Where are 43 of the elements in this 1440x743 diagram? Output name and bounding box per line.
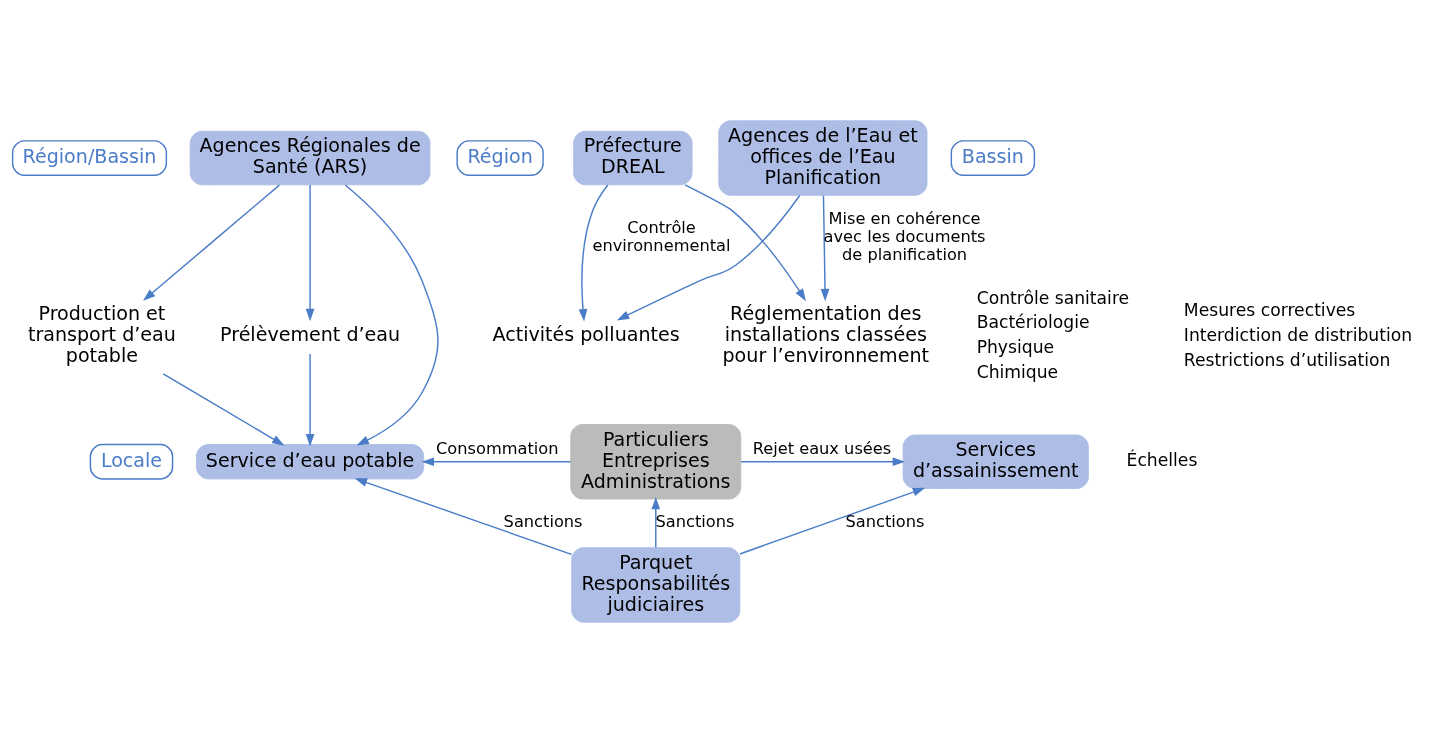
arrow	[143, 184, 281, 301]
edge-label: Rejet eaux usées	[752, 438, 892, 458]
node-box: Région/Bassin	[11, 140, 168, 176]
label: Échelles	[1126, 449, 1198, 470]
node-box: Particuliers Entreprises Administrations	[570, 424, 742, 500]
label: Restrictions d’utilisation	[1183, 349, 1391, 370]
label: Mesures correctives	[1183, 300, 1356, 321]
label: Contrôle sanitaire	[976, 287, 1130, 308]
arrow	[820, 194, 830, 302]
arrow	[344, 184, 439, 446]
node-box: Agences de l’Eau et offices de l’Eau Planification	[718, 120, 928, 196]
arrow	[684, 184, 806, 302]
label: Bactériologie	[976, 312, 1090, 333]
arrow	[651, 496, 661, 549]
node-box: Parquet Responsabilités judiciaires	[571, 547, 741, 623]
arrow	[305, 184, 315, 322]
node-box: Locale	[89, 443, 174, 480]
arrow	[740, 457, 906, 467]
arrow	[616, 194, 801, 321]
arrow	[578, 184, 609, 322]
node-box: Agences Régionales de Santé (ARS)	[189, 130, 431, 186]
arrow	[162, 373, 285, 446]
node-text: Réglementation des installations classées pour l’environnement	[722, 302, 930, 368]
edge-label: Sanctions	[845, 512, 925, 532]
node-box: Services d’assainissement	[902, 434, 1089, 489]
edge-label: Consommation	[436, 438, 559, 458]
edge-label: Contrôle environnemental	[592, 217, 731, 255]
arrow	[305, 353, 315, 447]
node-box: Préfecture DREAL	[573, 130, 693, 186]
node-box: Service d’eau potable	[195, 444, 425, 480]
label: Physique	[976, 337, 1055, 358]
arrow	[739, 487, 926, 555]
node-text: Activités polluantes	[492, 323, 680, 347]
node-text: Production et transport d’eau potable	[27, 302, 176, 368]
label: Chimique	[976, 362, 1059, 383]
edge-label: Sanctions	[503, 512, 583, 532]
arrow	[354, 478, 573, 556]
arrow	[421, 457, 572, 467]
node-text: Prélèvement d’eau	[220, 323, 401, 347]
edge-label: Sanctions	[655, 512, 735, 532]
node-box: Région	[456, 140, 544, 176]
label: Interdiction de distribution	[1183, 324, 1413, 345]
node-box: Bassin	[950, 140, 1036, 176]
